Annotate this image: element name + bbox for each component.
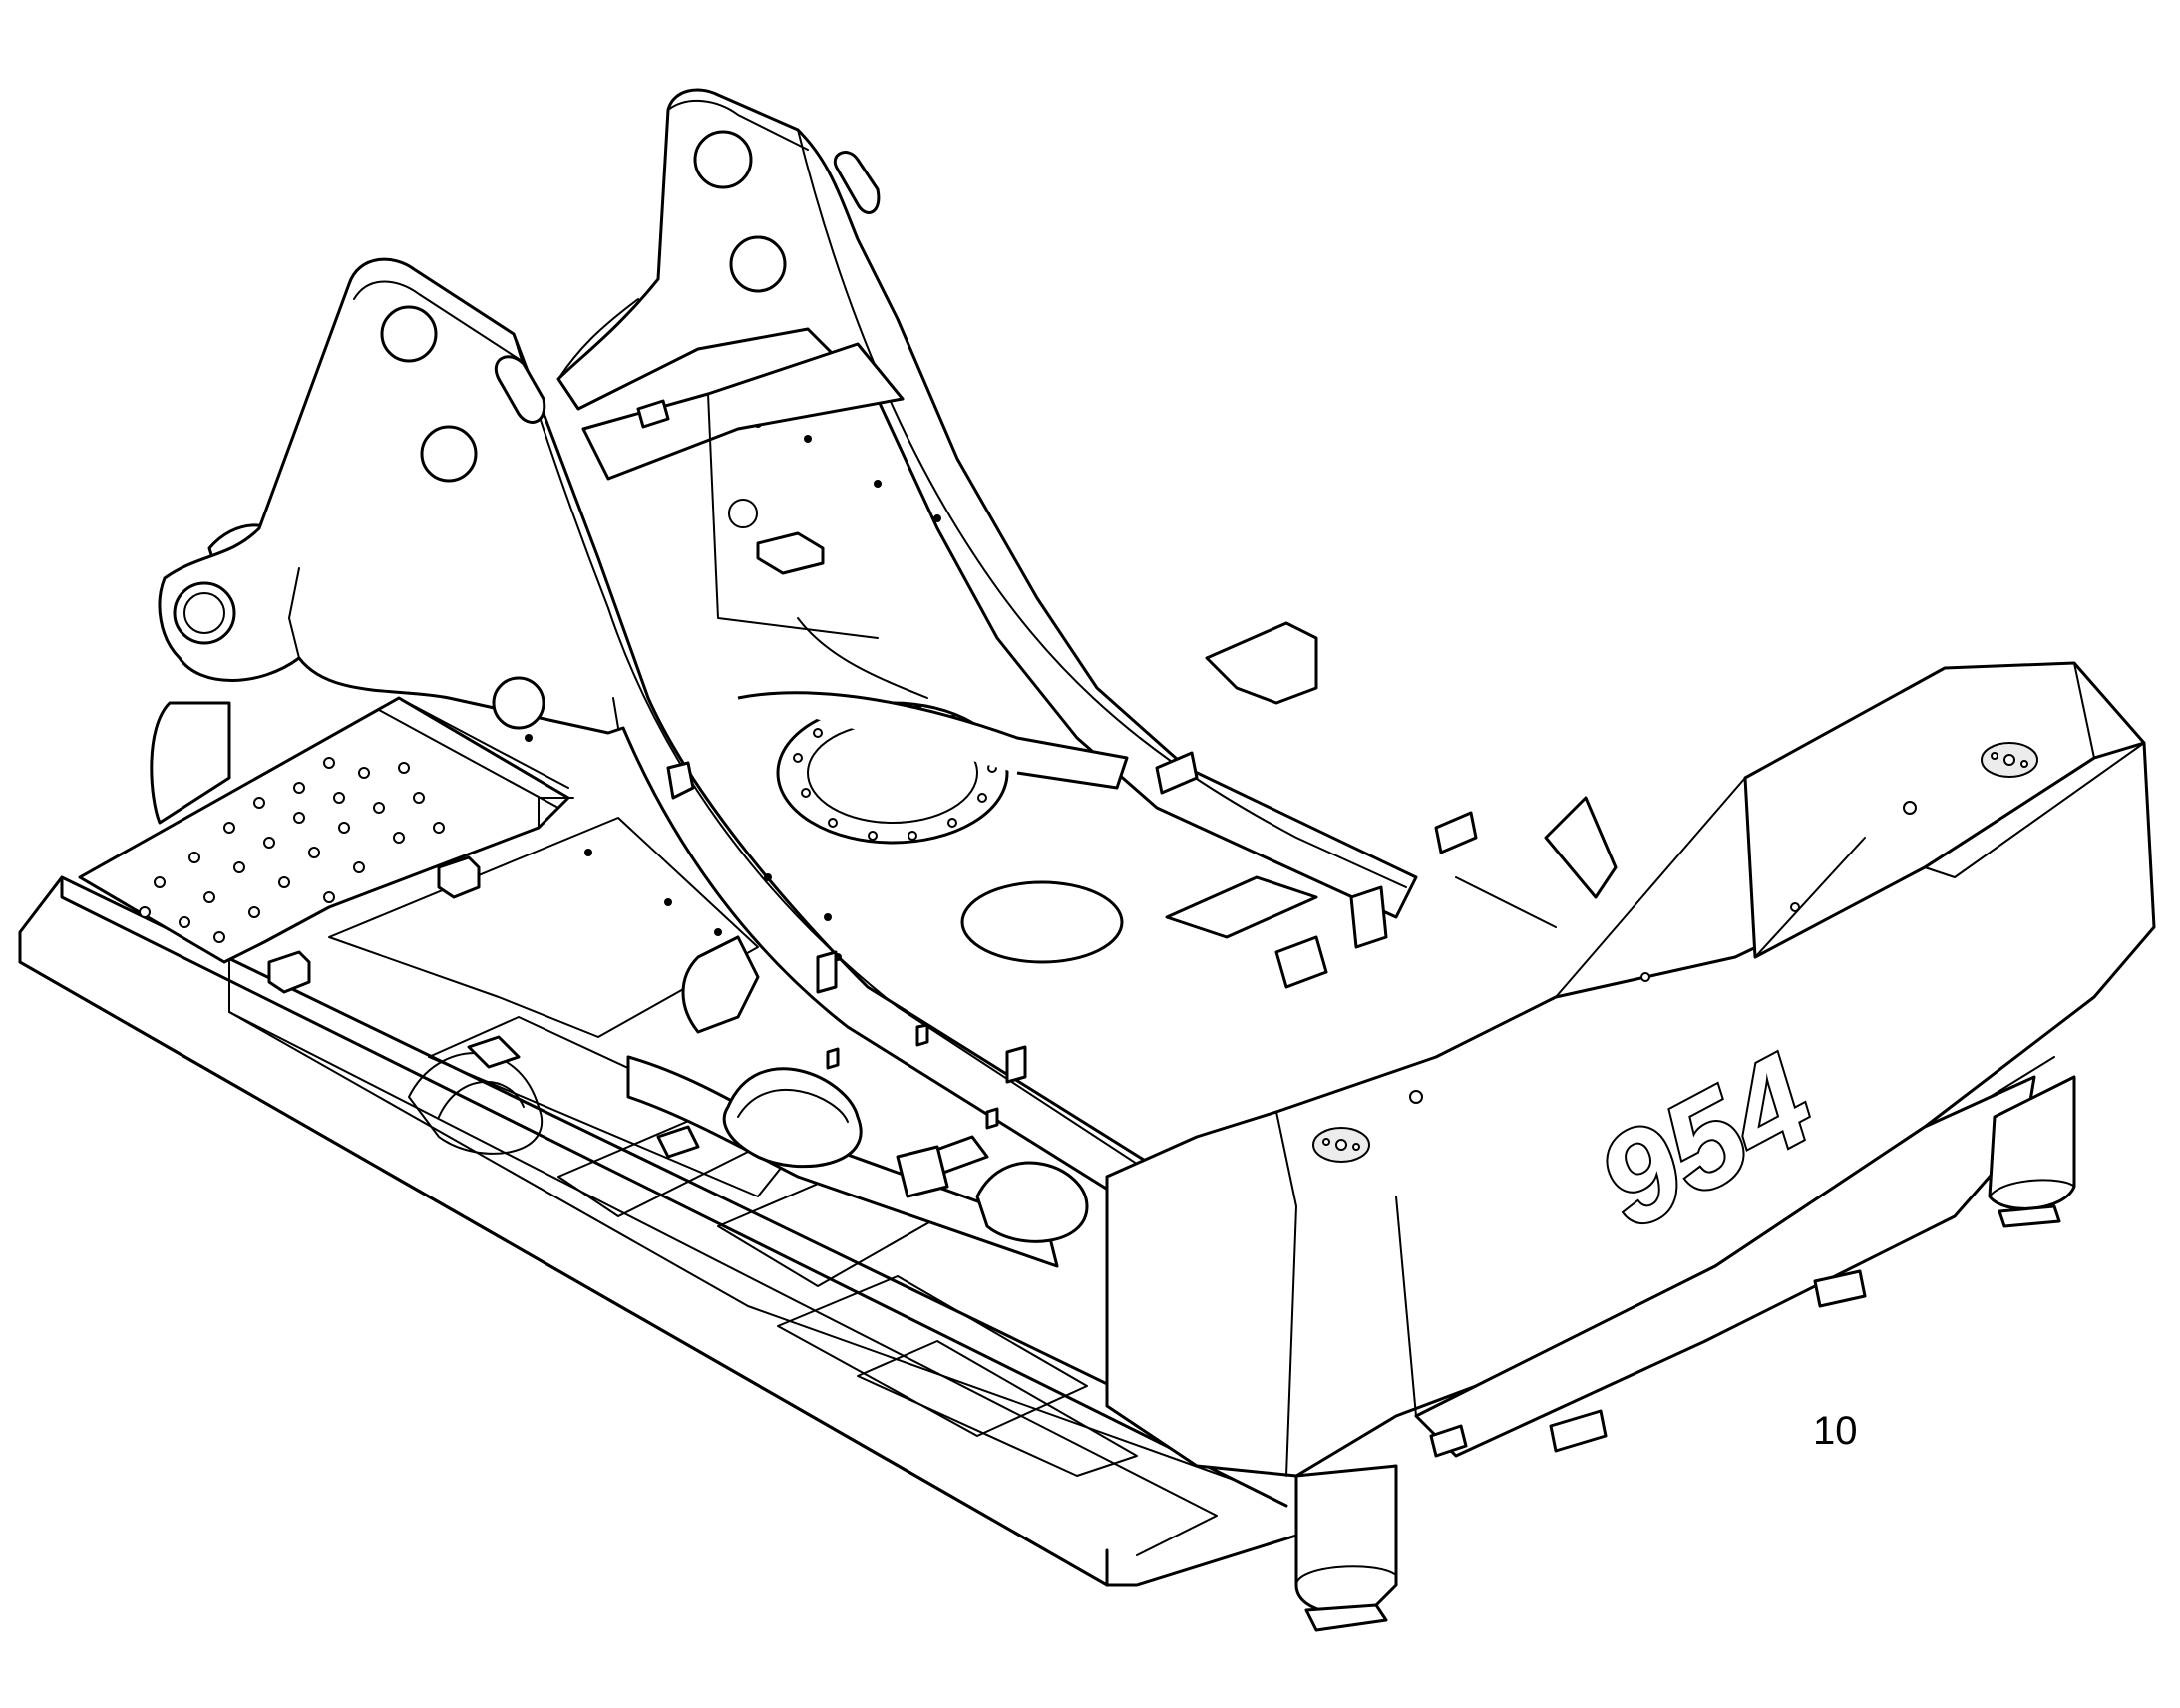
left-boom-tower bbox=[158, 257, 1189, 1228]
left-deck bbox=[78, 696, 574, 994]
deck-perforations bbox=[139, 757, 445, 943]
counterweight-lift-point-left bbox=[1312, 1127, 1370, 1163]
rear-rail bbox=[960, 621, 1618, 989]
item-number-callout: 10 bbox=[1813, 1409, 1858, 1453]
swing-bearing bbox=[737, 691, 1129, 845]
base-frame bbox=[18, 875, 1298, 1587]
floor-cavities bbox=[328, 817, 1138, 1477]
center-swing-frame bbox=[626, 935, 1089, 1268]
floor-brackets bbox=[467, 950, 1027, 1179]
cross-member bbox=[581, 342, 928, 699]
counterweight-lift-point-right bbox=[1981, 742, 2038, 778]
counterweight-underside bbox=[1294, 1075, 2076, 1632]
counterweight bbox=[1105, 661, 2156, 1478]
